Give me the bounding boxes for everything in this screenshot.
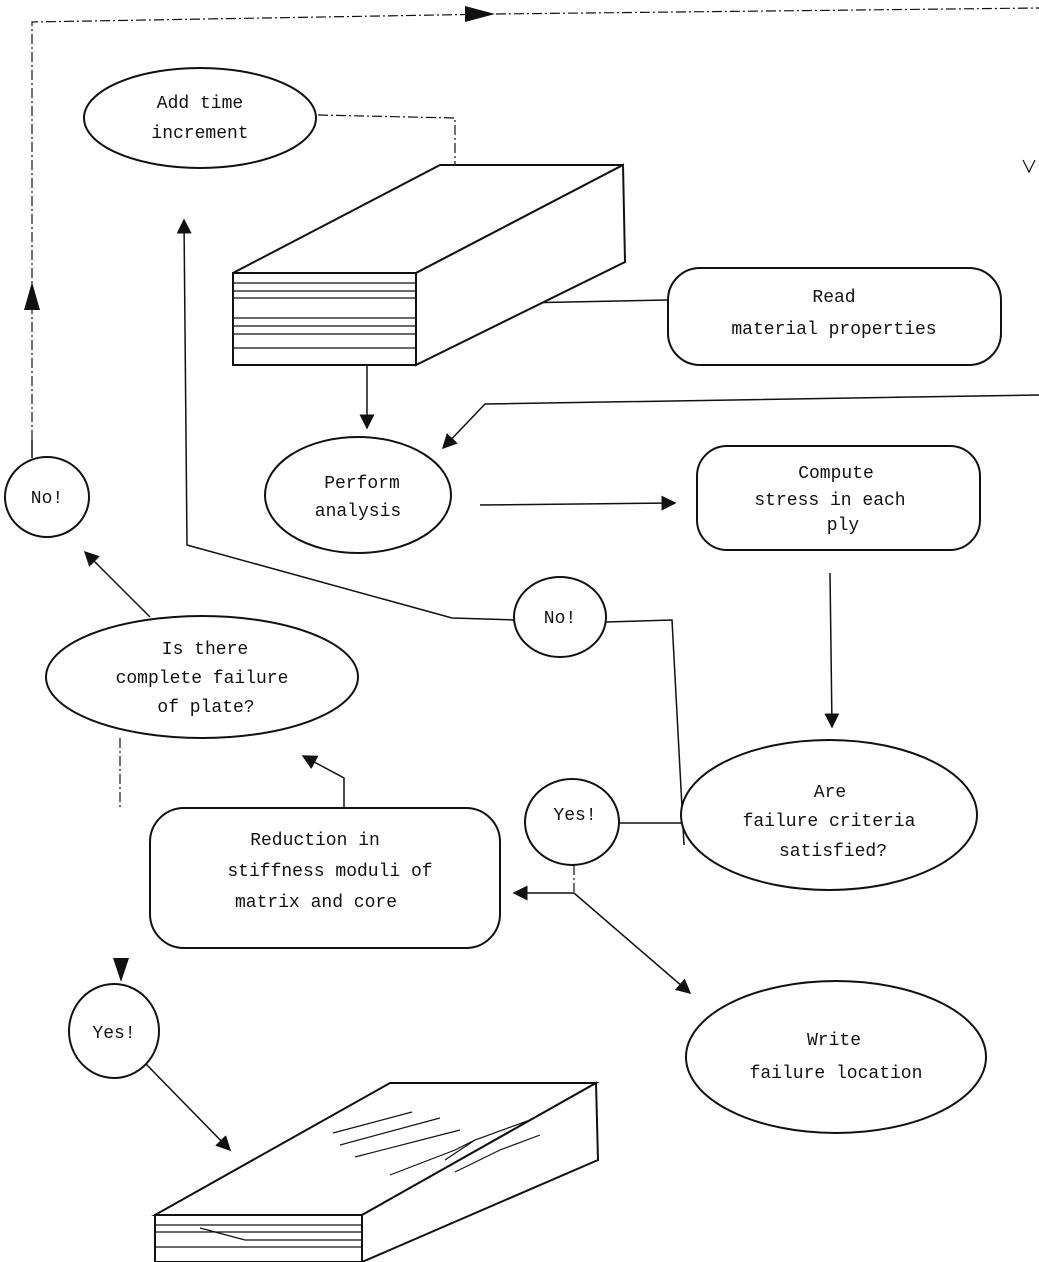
label-failure-criteria-2: failure criteria	[743, 812, 916, 832]
node-are-failure-criteria: Are failure criteria satisfied?	[680, 739, 978, 891]
node-is-complete-failure: Is there complete failure of plate?	[45, 615, 359, 739]
label-write-failure-1: Write	[807, 1031, 861, 1051]
label-failure-criteria-1: Are	[814, 783, 846, 803]
connector-yes-to-failed-plate	[144, 1062, 232, 1152]
loop-line-left	[31, 7, 1039, 440]
label-compute-stress-2: stress in each	[754, 491, 905, 511]
connector-reduction-to-failure	[301, 755, 345, 808]
label-reduction-3: matrix and core	[235, 893, 397, 913]
label-write-failure-2: failure location	[750, 1064, 923, 1084]
node-no-left: No!	[4, 456, 90, 538]
arrowhead-to-yes-bottom	[113, 958, 129, 982]
arrowhead-top	[465, 6, 495, 22]
label-complete-failure-1: Is there	[162, 640, 248, 660]
node-reduction-stiffness: Reduction in stiffness moduli of matrix …	[149, 807, 501, 949]
label-read-material-2: material properties	[731, 320, 936, 340]
label-complete-failure-2: complete failure	[116, 669, 289, 689]
label-reduction-1: Reduction in	[250, 831, 380, 851]
label-yes-bottom: Yes!	[92, 1024, 135, 1044]
label-perform-analysis-2: analysis	[315, 502, 401, 522]
label-complete-failure-3: of plate?	[157, 698, 254, 718]
label-perform-analysis-1: Perform	[324, 474, 400, 494]
label-no-right: No!	[544, 609, 576, 629]
label-failure-criteria-3: satisfied?	[779, 842, 887, 862]
connector-failure-to-no	[83, 550, 151, 618]
intact-plate-graphic	[232, 163, 627, 367]
scan-mark-right	[1022, 159, 1036, 174]
node-perform-analysis: Perform analysis	[264, 436, 452, 554]
node-yes-right: Yes!	[524, 778, 620, 866]
label-no-left: No!	[31, 489, 63, 509]
label-compute-stress-3: ply	[827, 516, 860, 536]
connector-time-to-plate	[317, 114, 456, 175]
connector-yes-to-write	[573, 892, 692, 994]
node-read-material-properties: Read material properties	[667, 267, 1002, 366]
label-add-time-increment-2: increment	[151, 124, 248, 144]
node-write-failure-location: Write failure location	[685, 980, 987, 1134]
arrowhead-left-up	[24, 282, 40, 310]
node-no-right: No!	[513, 576, 607, 658]
node-compute-stress: Compute stress in each ply	[696, 445, 981, 551]
connector-no-to-time	[176, 218, 516, 621]
node-add-time-increment: Add time increment	[83, 67, 317, 169]
failed-plate-graphic	[151, 1081, 600, 1262]
connector-compute-to-criteria	[824, 572, 840, 729]
node-yes-bottom: Yes!	[68, 983, 160, 1079]
connector-criteria-to-no	[605, 619, 685, 846]
connector-edge-to-perform	[441, 394, 1039, 450]
label-read-material-1: Read	[812, 288, 855, 308]
connector-perform-to-compute	[479, 495, 677, 511]
label-yes-right: Yes!	[553, 806, 596, 826]
label-reduction-2: stiffness moduli of	[227, 862, 432, 882]
label-compute-stress-1: Compute	[798, 464, 874, 484]
label-add-time-increment-1: Add time	[157, 94, 243, 114]
